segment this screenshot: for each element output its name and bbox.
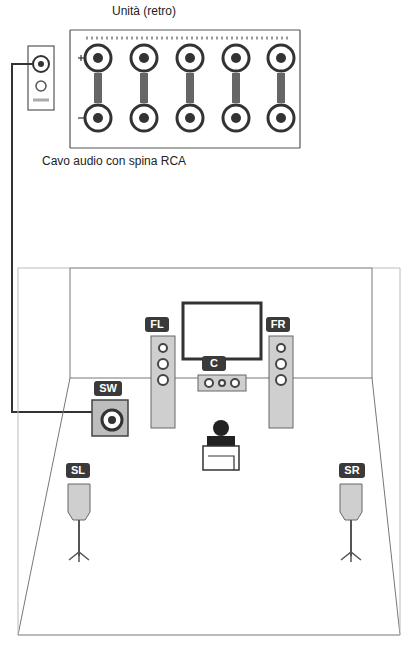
subwoofer [92,400,128,436]
cable-caption: Cavo audio con spina RCA [42,154,186,168]
terminal-core [185,53,195,63]
terminal-row [85,45,294,131]
terminal-link [140,73,148,103]
front-left-speaker [151,336,175,428]
terminal [177,105,203,131]
front-right-speaker [269,336,293,428]
terminal [268,105,294,131]
speaker-code: C [207,357,221,370]
speaker-code: SW [99,382,117,395]
speaker-badge: SR [339,463,364,478]
speaker-badge: SW [94,381,122,396]
terminal [177,45,203,71]
speaker-terminal-panel [70,30,300,148]
speaker-badge: FL [145,317,169,332]
terminal [131,45,157,71]
terminal-link [186,73,194,103]
surround-right-speaker [340,484,362,562]
terminal-core [231,53,241,63]
room [18,268,400,635]
speaker-badge: C [202,356,226,371]
terminal-core [93,113,103,123]
listener [203,420,239,470]
unit-caption: Unità (retro) [112,4,176,18]
terminal [223,45,249,71]
terminal-core [276,53,286,63]
speaker-code: SR [344,464,359,477]
terminal-core [139,53,149,63]
surround-left-speaker [68,484,90,562]
tv [183,303,261,359]
terminal-link [277,73,285,103]
terminal-core [185,113,195,123]
terminal-core [231,113,241,123]
rca-cable [12,64,92,412]
subwoofer-jack-panel [28,46,54,110]
speaker-code: SL [71,464,85,477]
terminal-link [232,73,240,103]
terminal-core [276,113,286,123]
terminal [85,105,111,131]
terminal [131,105,157,131]
terminal [223,105,249,131]
terminal [85,45,111,71]
terminal-link [94,73,102,103]
speaker-badge: SL [66,463,90,478]
terminal-core [139,113,149,123]
speaker-code: FR [271,318,286,331]
terminal [268,45,294,71]
speaker-badge: FR [266,317,291,332]
speaker-code: FL [150,318,164,331]
center-speaker [198,375,246,391]
terminal-core [93,53,103,63]
